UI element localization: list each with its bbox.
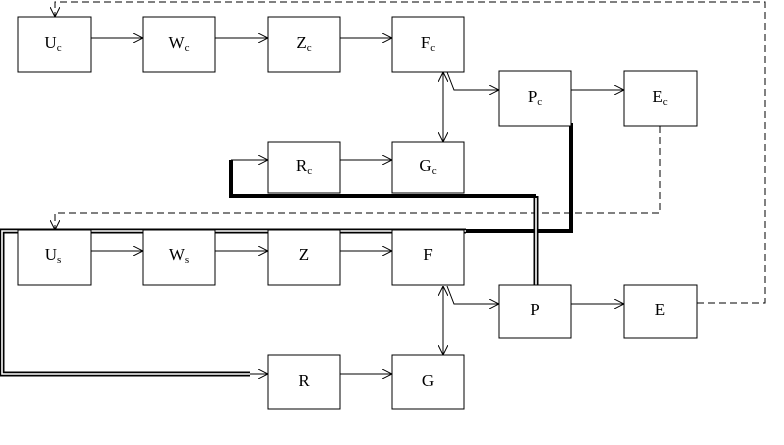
svg-text:Wc: Wc [169,33,190,54]
feedback-e-to-uc [55,1,766,304]
heavy-line-rc [229,160,536,198]
block-gc: Gc [391,141,465,194]
svg-text:P: P [530,300,539,319]
double-line-bus-inner [1,230,466,375]
svg-text:Uc: Uc [44,33,61,54]
block-r: R [267,354,341,410]
heavy-line-pc [466,123,573,233]
block-e: E [623,284,698,339]
block-rc: Rc [267,141,341,194]
block-p: P [498,284,572,339]
svg-text:F: F [423,245,432,264]
block-zc: Zc [267,16,341,73]
svg-text:Us: Us [45,245,62,266]
arrow-f-p [446,285,499,304]
block-wc: Wc [142,16,216,73]
block-z: Z [267,229,341,286]
svg-text:Ws: Ws [169,245,189,266]
block-f: F [391,229,465,286]
arrow-fc-pc [446,71,499,90]
svg-text:Fc: Fc [421,33,435,54]
svg-text:Pc: Pc [528,87,542,108]
svg-text:Rc: Rc [296,156,312,177]
block-pc: Pc [498,70,572,127]
block-g: G [391,354,465,410]
svg-text:R: R [298,371,310,390]
svg-text:G: G [422,371,434,390]
svg-text:E: E [655,300,665,319]
block-fc: Fc [391,16,465,73]
feedback-ec-to-us [55,126,661,230]
block-ws: Ws [142,229,216,286]
block-ec: Ec [623,70,698,127]
svg-text:Z: Z [299,245,309,264]
svg-text:Gc: Gc [419,156,436,177]
svg-text:Zc: Zc [296,33,311,54]
svg-text:Ec: Ec [652,87,667,108]
block-uc: Uc [17,16,92,73]
block-us: Us [17,229,92,286]
